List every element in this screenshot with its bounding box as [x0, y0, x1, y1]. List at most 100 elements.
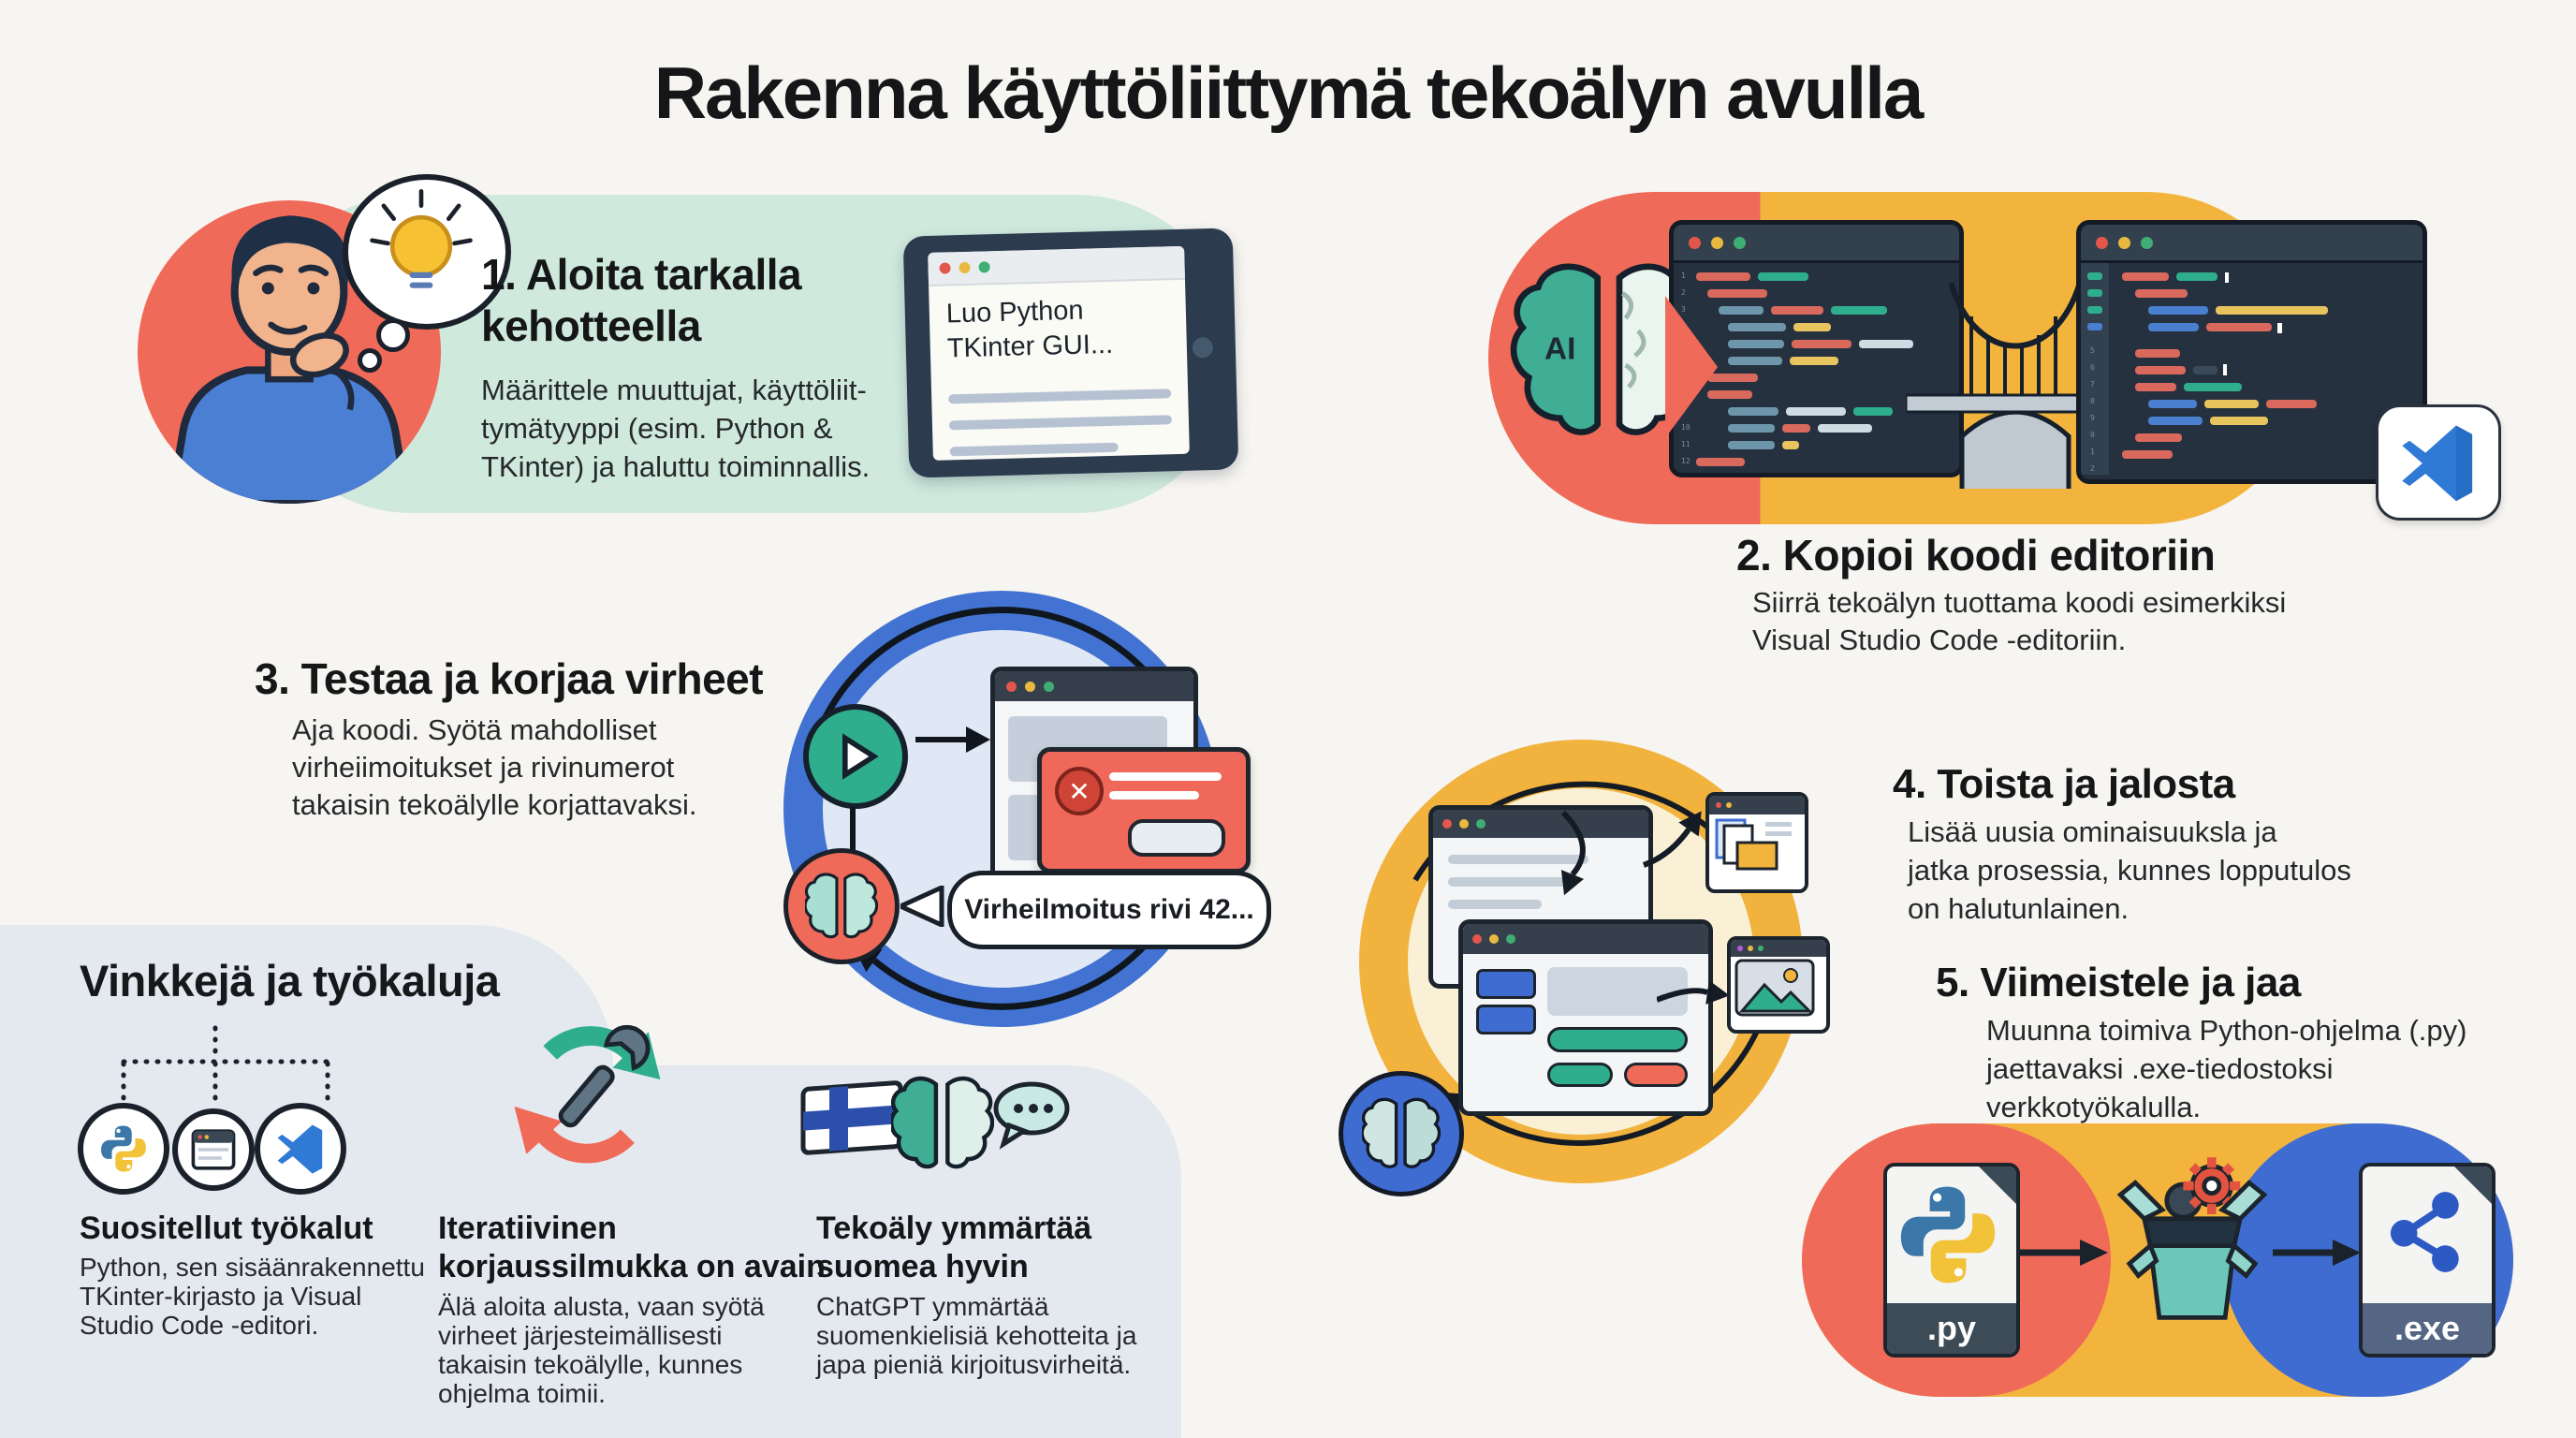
- tips-title: Vinkkejä ja työkaluja: [80, 956, 500, 1005]
- bubble-arrow: [900, 886, 944, 927]
- ai-brain-error-fix: [783, 848, 900, 964]
- vscode-icon: [277, 1124, 323, 1174]
- ui-button-teal: [1547, 1063, 1613, 1087]
- tkinter-window-circle: [172, 1108, 255, 1191]
- page-title: Rakenna käyttöliittymä tekoälyn avulla: [653, 51, 1925, 134]
- svg-text:10: 10: [1681, 423, 1690, 432]
- finnish-brain-icon: [891, 1071, 994, 1176]
- export-arrow: [1642, 811, 1702, 868]
- ui-bar-teal: [1547, 1027, 1688, 1052]
- svg-text:9: 9: [2090, 414, 2095, 422]
- tablet-screen: Luo Python TKinter GUI...: [928, 245, 1190, 461]
- vscode-icon: [2402, 425, 2473, 502]
- svg-text:2: 2: [1681, 288, 1686, 297]
- python-tool-circle: [78, 1103, 169, 1195]
- bridge-illustration: [1949, 282, 2082, 489]
- svg-text:6: 6: [2090, 363, 2095, 372]
- step5-body: Muunna toimiva Python-ohjelma (.py) jaet…: [1986, 1014, 2467, 1123]
- prompt-text: Luo Python TKinter GUI...: [945, 295, 1114, 364]
- pipeline-arrow-1: [2020, 1240, 2108, 1266]
- version-arrow: [1560, 810, 1586, 896]
- step1-heading: 1. Aloita tarkalla kehotteella: [481, 250, 802, 350]
- person-icon: [167, 215, 412, 504]
- error-message-text: Virheilmoitus rivi 42...: [964, 894, 1254, 925]
- svg-text:2: 2: [2090, 464, 2095, 473]
- svg-text:AI: AI: [1544, 331, 1575, 366]
- error-text-line: [1109, 772, 1222, 781]
- code-window-titlebar: [2081, 225, 2422, 263]
- packaging-box-icon: [2116, 1146, 2268, 1343]
- thought-bubble-dot: [376, 318, 410, 352]
- placeholder-line: [948, 389, 1172, 404]
- gui-window-icon: [191, 1129, 236, 1170]
- run-arrow: [915, 726, 990, 753]
- tablet-home-button: [1192, 337, 1214, 359]
- tip3-body: ChatGPT ymmärtää suomenkielisiä kehottei…: [816, 1292, 1137, 1379]
- svg-text:1: 1: [1681, 271, 1686, 280]
- asset-arrow: [1657, 980, 1730, 1005]
- tip2-body: Älä aloita alusta, vaan syötä virheet jä…: [438, 1292, 765, 1408]
- run-code-play-icon: [803, 704, 908, 809]
- editor-code-window: 5 6 7 8 9 0 1 2: [2076, 220, 2427, 484]
- tip1-body: Python, sen sisäänrakennettu TKinter-kir…: [80, 1253, 425, 1340]
- step3-heading: 3. Testaa ja korjaa virheet: [255, 654, 764, 703]
- tip1-heading: Suositellut työkalut: [80, 1211, 373, 1246]
- error-text-line: [1109, 791, 1199, 800]
- error-dialog: ✕: [1037, 747, 1251, 873]
- svg-text:7: 7: [2090, 380, 2095, 389]
- lightbulb-icon: [370, 189, 473, 288]
- ai-brain-iterate: [1339, 1071, 1464, 1196]
- ui-button-blue: [1476, 1005, 1536, 1034]
- svg-text:12: 12: [1681, 457, 1690, 465]
- step5-heading: 5. Viimeistele ja jaa: [1936, 960, 2301, 1005]
- svg-text:11: 11: [1681, 440, 1690, 448]
- code-window-titlebar: [1674, 225, 1959, 263]
- svg-text:5: 5: [2090, 346, 2095, 355]
- ui-button-blue: [1476, 969, 1536, 999]
- file-fold-corner: [1977, 1167, 2016, 1206]
- chat-bubble-icon: [993, 1081, 1070, 1150]
- error-message-bubble: Virheilmoitus rivi 42...: [947, 871, 1271, 949]
- step1-body: Määrittele muuttujat, käyttöliit- tymäty…: [481, 374, 871, 483]
- svg-text:3: 3: [1681, 305, 1686, 314]
- exe-file-icon: .exe: [2359, 1163, 2496, 1357]
- step2-heading: 2. Kopioi koodi editoriin: [1736, 531, 2216, 580]
- pipeline-arrow-2: [2273, 1240, 2361, 1266]
- error-dialog-button: [1128, 819, 1225, 857]
- red-chevron: [1665, 296, 1718, 438]
- thought-bubble-dot: [358, 348, 382, 373]
- finnish-flag-icon: [800, 1080, 903, 1155]
- tools-tree-connector: [121, 1025, 330, 1106]
- tablet-titlebar: [928, 245, 1185, 286]
- window-dot-yellow: [959, 261, 971, 274]
- text-line: [1448, 877, 1568, 887]
- ai-brain-icon: AI: [1509, 262, 1711, 440]
- app-window-v2: [1458, 919, 1713, 1116]
- prompt-tablet: Luo Python TKinter GUI...: [902, 227, 1239, 478]
- vscode-logo-card: [2376, 404, 2501, 521]
- file-fold-corner: [2452, 1167, 2492, 1206]
- error-x-icon: ✕: [1055, 767, 1104, 815]
- loop-connector-line: [850, 807, 856, 852]
- file-extension-label: .py: [1887, 1303, 2016, 1354]
- text-line: [1448, 855, 1588, 864]
- tip3-heading: Tekoäly ymmärtää suomea hyvin: [816, 1211, 1092, 1284]
- python-file-icon: .py: [1883, 1163, 2020, 1357]
- svg-text:1: 1: [2090, 448, 2095, 456]
- files-window-icon: [1705, 792, 1808, 893]
- svg-text:8: 8: [2090, 397, 2095, 405]
- window-dot-green: [978, 261, 990, 273]
- python-icon: [101, 1125, 146, 1172]
- code-lines: 5 6 7 8 9 0 1 2: [2081, 263, 2328, 475]
- svg-text:0: 0: [2090, 431, 2095, 439]
- step2-body: Siirrä tekoälyn tuottama koodi esimerkik…: [1752, 586, 2287, 656]
- idea-thought-bubble: [343, 174, 511, 330]
- file-extension-label: .exe: [2363, 1303, 2492, 1354]
- step4-heading: 4. Toista ja jalosta: [1893, 761, 2235, 807]
- tip2-heading: Iteratiivinen korjaussilmukka on avain: [438, 1211, 826, 1284]
- step3-body: Aja koodi. Syötä mahdolliset virheiimoit…: [292, 713, 697, 821]
- ui-panel: [1547, 967, 1688, 1016]
- ui-button-red: [1624, 1063, 1688, 1087]
- placeholder-line: [948, 415, 1173, 431]
